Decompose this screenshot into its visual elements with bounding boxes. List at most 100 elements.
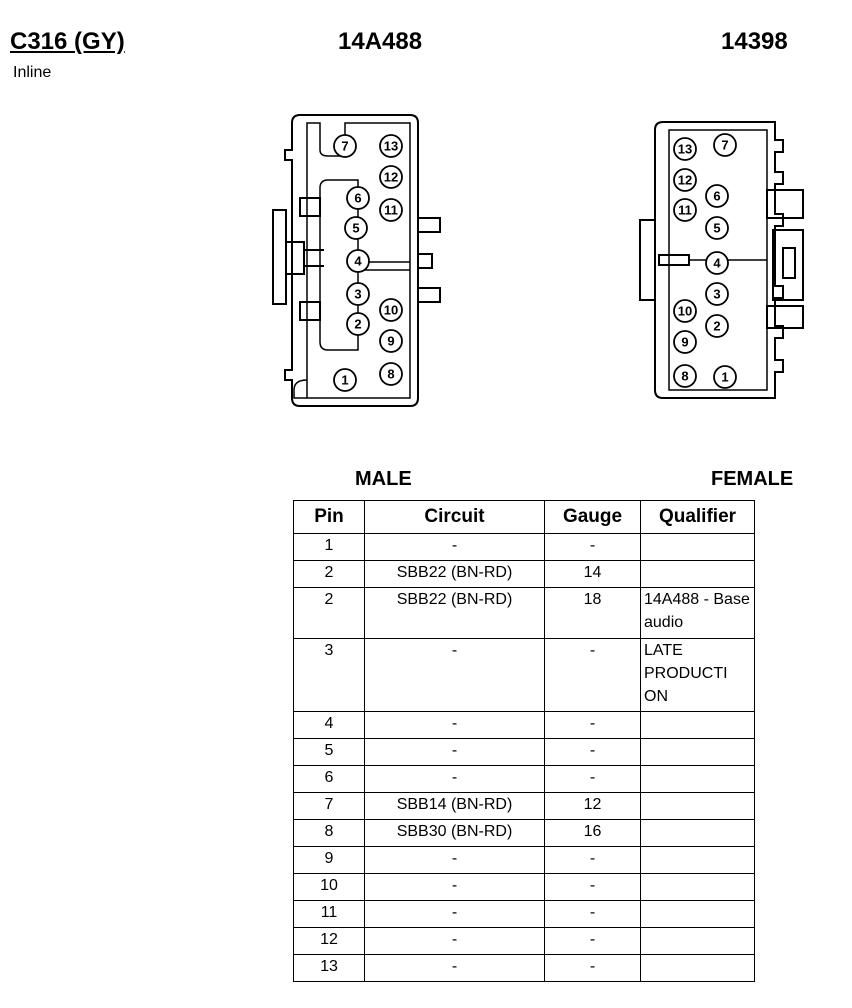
table-row: 11 - - (293, 900, 755, 928)
pin-cell: 1 (293, 533, 365, 561)
pin-circle (333, 368, 357, 392)
pin-label: 2 (354, 317, 361, 332)
table-row: 2 SBB22 (BN-RD) 18 14A488 - Base audio (293, 587, 755, 639)
pin-cell: 2 (293, 560, 365, 588)
pin-label: 7 (721, 138, 728, 153)
table-row: 3 - - LATE PRODUCTI ON (293, 638, 755, 712)
gauge-cell: - (544, 765, 641, 793)
pin-circle (346, 312, 370, 336)
pin-cell: 2 (293, 587, 365, 639)
pin-label: 13 (384, 139, 398, 154)
pin-label: 4 (354, 254, 362, 269)
pin-circle (673, 299, 697, 323)
pin-label: 6 (713, 189, 720, 204)
pin-cell: 12 (293, 927, 365, 955)
qualifier-cell (640, 900, 755, 928)
pin-label: 11 (678, 203, 692, 218)
pin-cell: 13 (293, 954, 365, 982)
pin-circle (705, 184, 729, 208)
pin-label: 11 (384, 203, 398, 218)
qualifier-cell: LATE PRODUCTI ON (640, 638, 755, 712)
gauge-cell: 14 (544, 560, 641, 588)
pin-label: 1 (721, 370, 728, 385)
pin-label: 10 (678, 304, 692, 319)
gauge-cell: - (544, 873, 641, 901)
circuit-cell: - (364, 873, 545, 901)
pin-circle (713, 365, 737, 389)
pin-label: 6 (354, 191, 361, 206)
circuit-cell: - (364, 954, 545, 982)
pin-label: 5 (352, 221, 359, 236)
pin-cell: 6 (293, 765, 365, 793)
pin-circle (705, 251, 729, 275)
pin-circle (333, 134, 357, 158)
pin-circle (379, 165, 403, 189)
pin-label: 4 (713, 256, 721, 271)
gauge-cell: - (544, 638, 641, 712)
pin-circle (344, 216, 368, 240)
table-row: 8 SBB30 (BN-RD) 16 (293, 819, 755, 847)
table-header-row: Pin Circuit Gauge Qualifier (293, 500, 755, 534)
pin-cell: 7 (293, 792, 365, 820)
circuit-cell: SBB14 (BN-RD) (364, 792, 545, 820)
pin-label: 8 (681, 369, 688, 384)
table-row: 10 - - (293, 873, 755, 901)
pin-circle (346, 249, 370, 273)
pin-circle (346, 186, 370, 210)
pin-circle (379, 298, 403, 322)
column-header-qualifier: Qualifier (640, 500, 755, 534)
gauge-cell: - (544, 711, 641, 739)
circuit-cell: - (364, 533, 545, 561)
table-row: 5 - - (293, 738, 755, 766)
pin-circle (673, 364, 697, 388)
qualifier-cell (640, 711, 755, 739)
qualifier-cell (640, 927, 755, 955)
table-row: 1 - - (293, 533, 755, 561)
circuit-cell: - (364, 846, 545, 874)
pin-label: 9 (387, 334, 394, 349)
pin-circle (673, 137, 697, 161)
pin-label: 3 (354, 287, 361, 302)
pin-label: 1 (341, 373, 348, 388)
gauge-cell: - (544, 738, 641, 766)
table-row: 13 - - (293, 954, 755, 982)
table-row: 9 - - (293, 846, 755, 874)
qualifier-cell (640, 765, 755, 793)
circuit-cell: SBB30 (BN-RD) (364, 819, 545, 847)
qualifier-cell (640, 819, 755, 847)
female-part-number: 14398 (721, 28, 788, 55)
pin-circle (379, 134, 403, 158)
pinout-table: Pin Circuit Gauge Qualifier 1 - - 2 SBB2… (293, 500, 755, 982)
qualifier-cell (640, 954, 755, 982)
pin-cell: 5 (293, 738, 365, 766)
pin-cell: 8 (293, 819, 365, 847)
gauge-cell: - (544, 533, 641, 561)
column-header-circuit: Circuit (364, 500, 545, 534)
pin-cell: 10 (293, 873, 365, 901)
qualifier-cell (640, 533, 755, 561)
pin-label: 8 (387, 367, 394, 382)
qualifier-cell (640, 846, 755, 874)
circuit-cell: - (364, 927, 545, 955)
connector-type: Inline (13, 64, 52, 81)
gauge-cell: - (544, 927, 641, 955)
circuit-cell: SBB22 (BN-RD) (364, 587, 545, 639)
table-row: 2 SBB22 (BN-RD) 14 (293, 560, 755, 588)
pin-circle (705, 216, 729, 240)
gauge-cell: 12 (544, 792, 641, 820)
connector-id: C316 (GY) (10, 28, 125, 55)
male-part-number: 14A488 (338, 28, 423, 55)
pin-cell: 9 (293, 846, 365, 874)
qualifier-cell (640, 792, 755, 820)
circuit-cell: - (364, 711, 545, 739)
pin-label: 13 (678, 142, 692, 157)
pin-label: 5 (713, 221, 720, 236)
circuit-cell: - (364, 900, 545, 928)
table-row: 12 - - (293, 927, 755, 955)
gauge-cell: 18 (544, 587, 641, 639)
qualifier-cell: 14A488 - Base audio (640, 587, 755, 639)
gauge-cell: - (544, 900, 641, 928)
pin-cell: 11 (293, 900, 365, 928)
circuit-cell: - (364, 738, 545, 766)
